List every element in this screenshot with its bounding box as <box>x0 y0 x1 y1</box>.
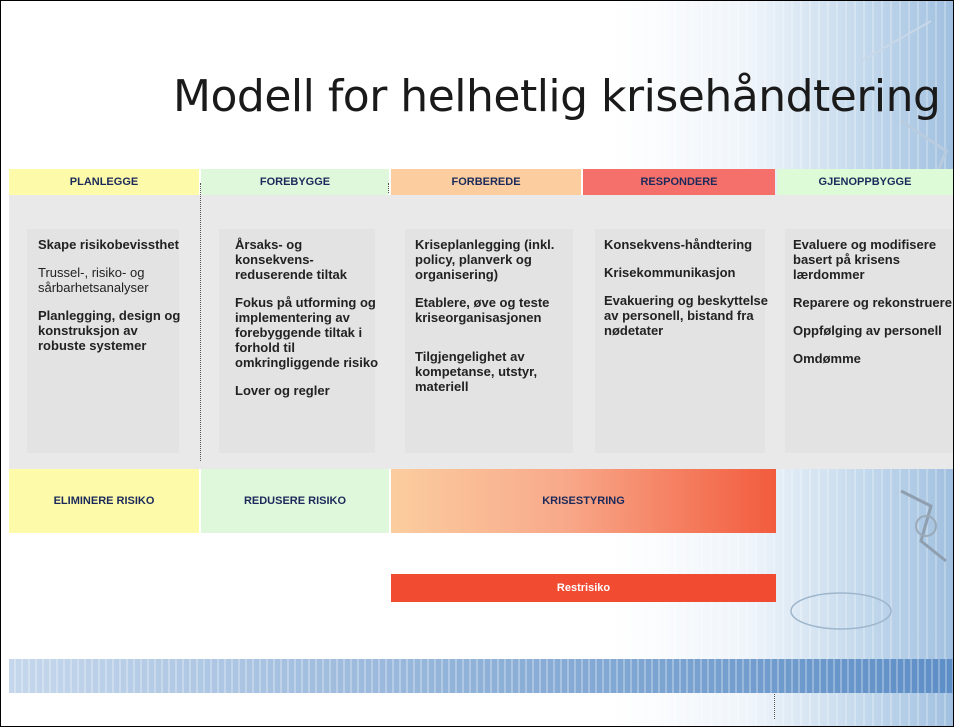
list-item: Krisekommunikasjon <box>604 265 736 280</box>
list-item: Planlegging, design og konstruksjon av r… <box>38 308 181 353</box>
footer-band-stripes <box>9 659 953 693</box>
list-item: Tilgjengelighet av kompetanse, utstyr, m… <box>415 349 538 394</box>
column-text-gjenoppbygge: Evaluere og modifisere basert på krisens… <box>793 237 953 379</box>
page-title: Modell for helhetlig krisehåndtering <box>173 71 941 122</box>
list-item: Oppfølging av personell <box>793 323 942 338</box>
column-box-respondere <box>595 229 765 453</box>
header-respondere: RESPONDERE <box>583 169 775 195</box>
list-item: Omdømme <box>793 351 861 366</box>
list-item: Årsaks- og konsekvens-reduserende tiltak <box>235 237 347 282</box>
list-item: Fokus på utforming og implementering av … <box>235 295 379 370</box>
footer-band <box>9 659 953 693</box>
outcome-eliminere-risiko: ELIMINERE RISIKO <box>9 469 199 533</box>
list-item: Evakuering og beskyttelse av personell, … <box>604 293 769 338</box>
column-text-planlegge: Skape risikobevissthet Trussel-, risiko-… <box>38 237 183 366</box>
list-item: Etablere, øve og teste kriseorganisasjon… <box>415 295 550 325</box>
list-item: Reparere og rekonstruere <box>793 295 952 310</box>
header-forberede: FORBEREDE <box>391 169 581 195</box>
divider-line <box>774 683 775 719</box>
divider-line <box>200 183 201 461</box>
list-item: Evaluere og modifisere basert på krisens… <box>793 237 937 282</box>
list-item: Konsekvens-håndtering <box>604 237 753 252</box>
header-gjenoppbygge: GJENOPPBYGGE <box>777 169 953 195</box>
column-text-respondere: Konsekvens-håndtering Krisekommunikasjon… <box>604 237 769 351</box>
outcome-redusere-risiko: REDUSERE RISIKO <box>201 469 389 533</box>
list-item: Trussel-, risiko- og sårbarhetsanalyser <box>38 265 149 295</box>
list-item: Skape risikobevissthet <box>38 237 179 252</box>
column-box-planlegge <box>27 229 179 453</box>
column-box-forebygge <box>219 229 375 453</box>
column-text-forebygge: Årsaks- og konsekvens-reduserende tiltak… <box>235 237 380 411</box>
divider-line <box>388 183 389 193</box>
header-forebygge: FOREBYGGE <box>201 169 389 195</box>
outcome-krisestyring: KRISESTYRING <box>391 469 776 533</box>
header-planlegge: PLANLEGGE <box>9 169 199 195</box>
column-box-forberede <box>405 229 573 453</box>
list-item: Lover og regler <box>235 383 330 398</box>
column-text-forberede: Kriseplanlegging (inkl. policy, planverk… <box>415 237 575 407</box>
list-item: Kriseplanlegging (inkl. policy, planverk… <box>415 237 555 282</box>
outcome-restrisiko: Restrisiko <box>391 574 776 602</box>
column-box-gjenoppbygge <box>785 229 953 453</box>
